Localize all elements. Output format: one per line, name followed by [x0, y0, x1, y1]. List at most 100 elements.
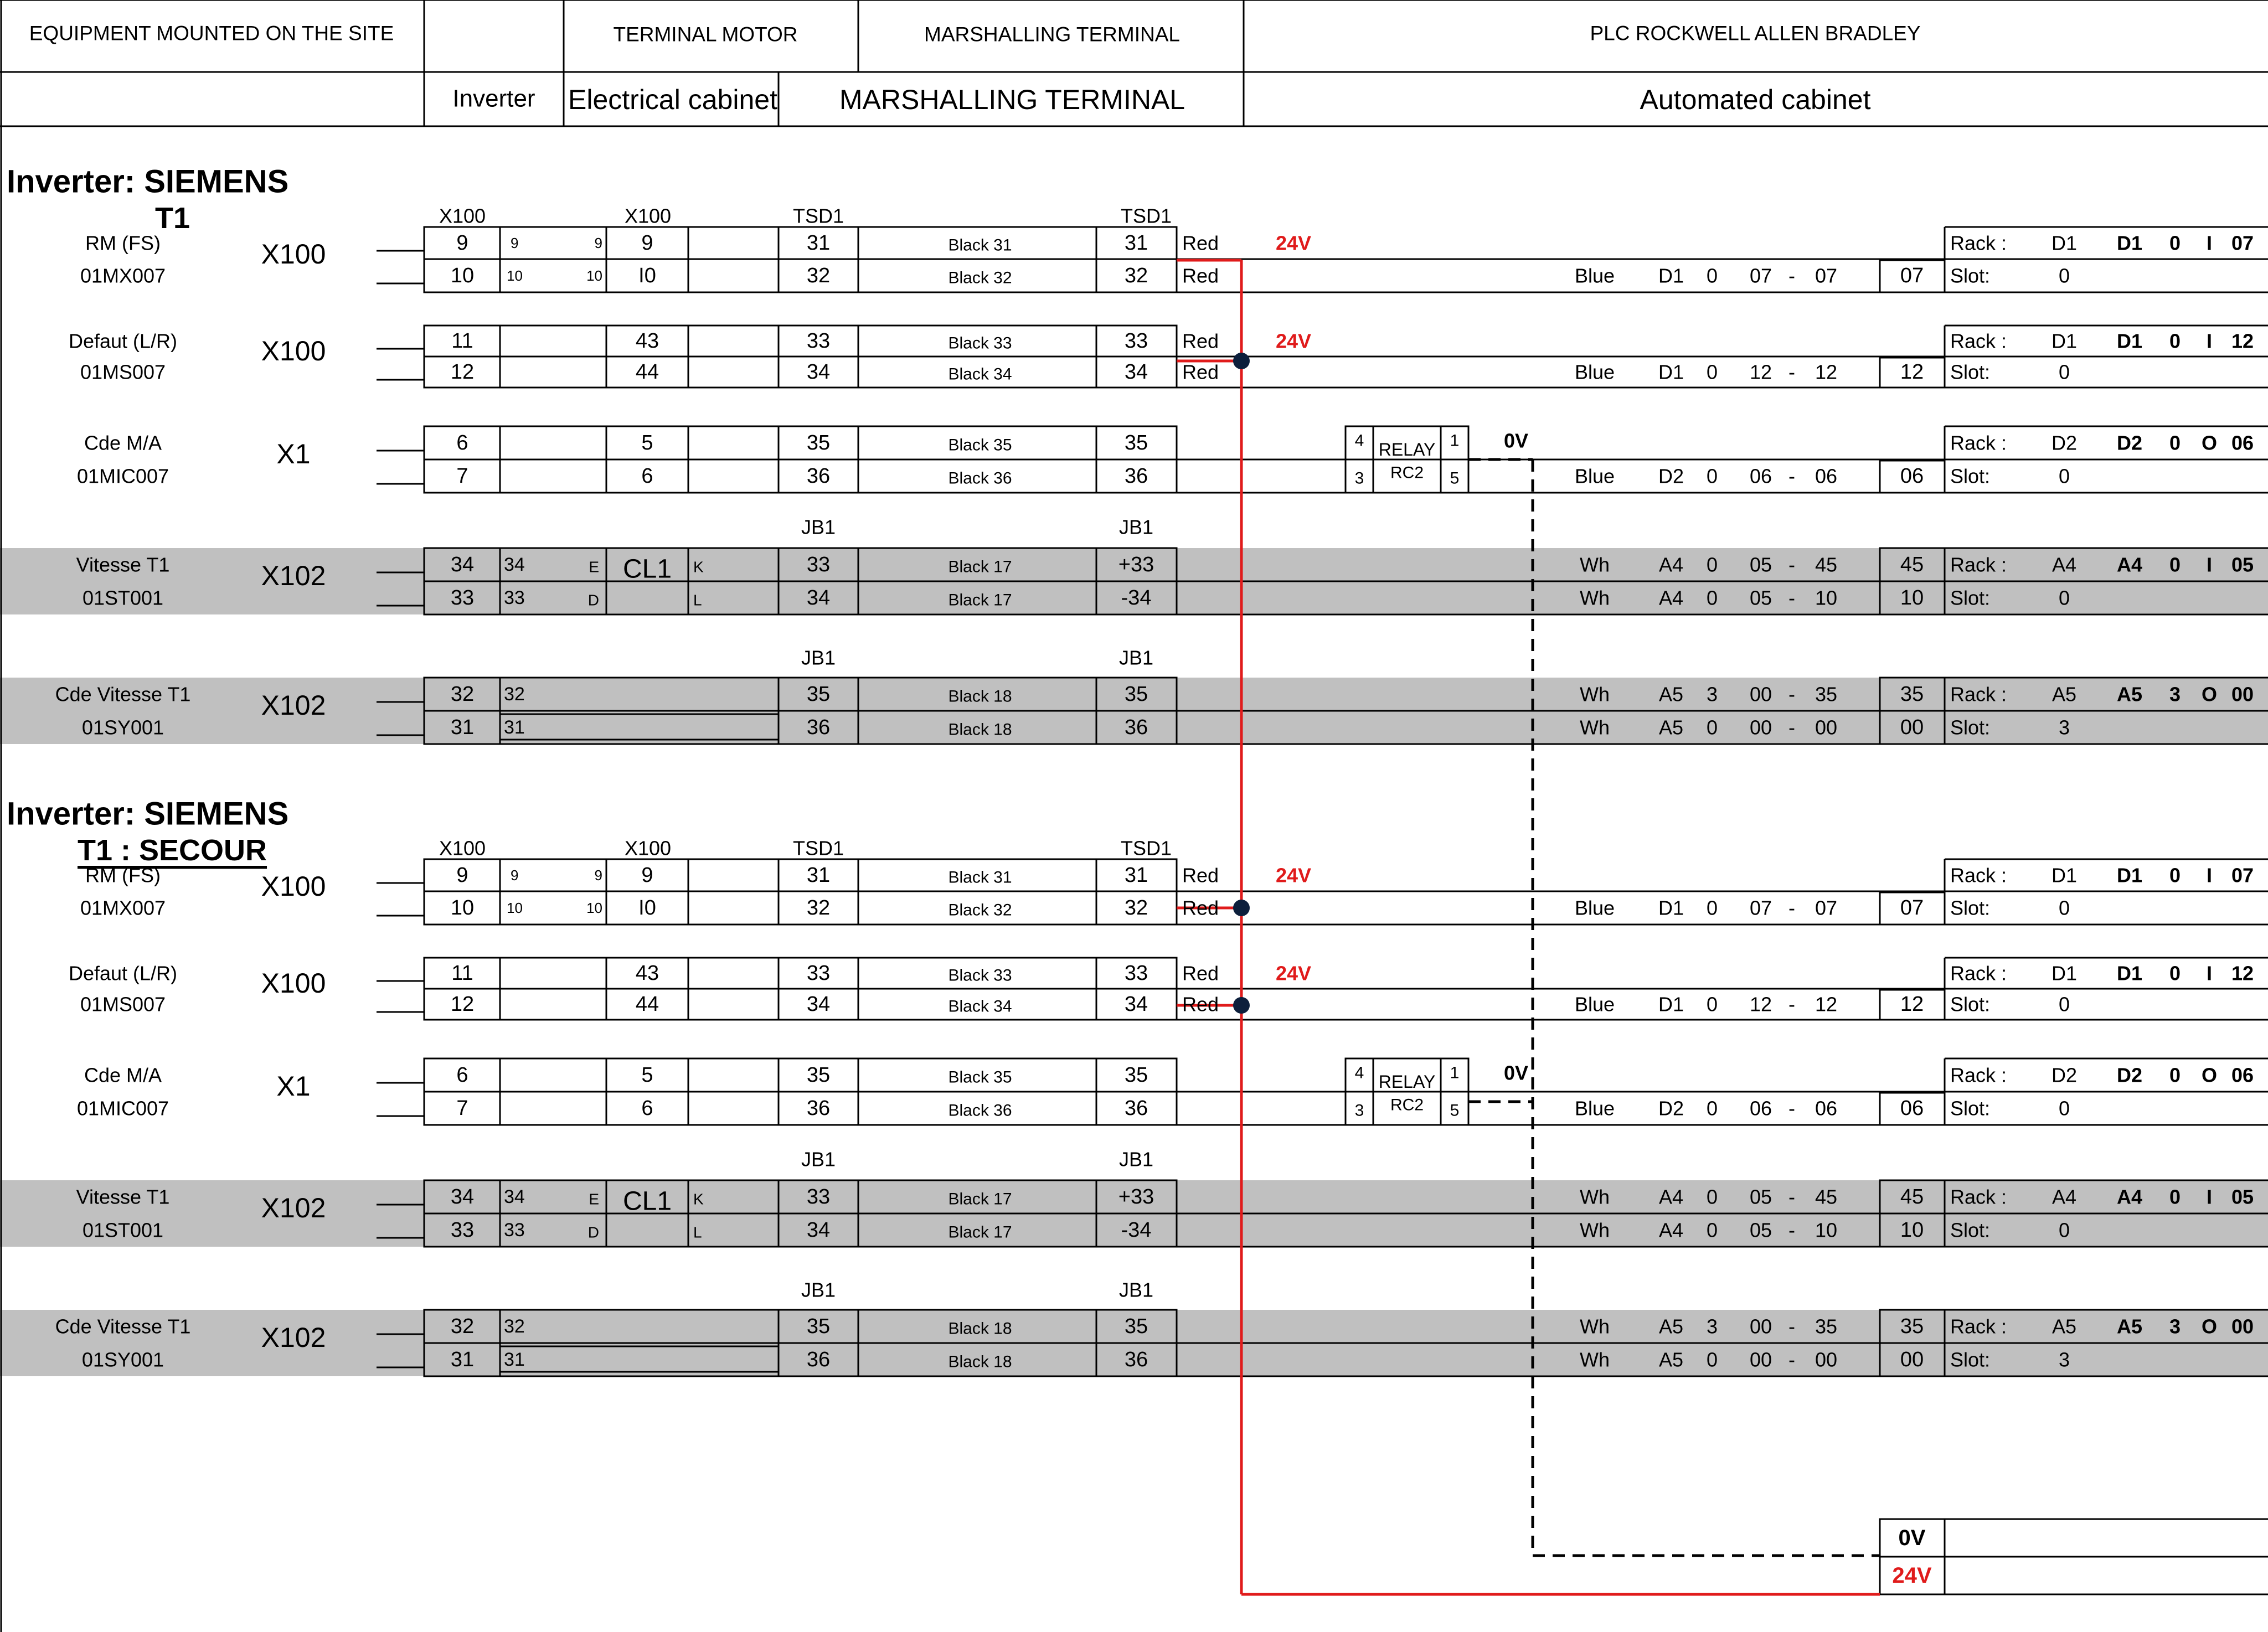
cl-pin: D	[588, 1224, 599, 1241]
wire-color: Red	[1182, 361, 1219, 384]
plc-addr: 07	[1815, 265, 1837, 287]
terminal: 33	[807, 962, 830, 985]
terminal: 32	[1125, 896, 1148, 920]
signal-description: Cde Vitesse T1	[55, 1315, 191, 1338]
rack-value: D1	[2051, 330, 2077, 353]
rack-ref: O	[2202, 432, 2217, 455]
relay-pin: 5	[1450, 1102, 1460, 1120]
plc-addr: 35	[1815, 1315, 1837, 1338]
plc-channel: 35	[1900, 1315, 1924, 1338]
footer-0v: 0V	[1899, 1526, 1926, 1550]
signal-description: RM (FS)	[85, 864, 161, 887]
terminal-small: 9	[595, 235, 602, 251]
terminal-small: 10	[586, 900, 602, 916]
rack-label: Rack :	[1950, 232, 2007, 255]
column-label: X100	[439, 837, 486, 860]
signal-id: 01SY001	[82, 1349, 164, 1371]
terminal-small: 10	[586, 267, 602, 284]
plc-addr: 07	[1750, 265, 1772, 287]
terminal: 6	[641, 1097, 653, 1120]
wire-label: Black 18	[948, 688, 1012, 706]
plc-addr: 00	[1815, 716, 1837, 739]
terminal: 31	[1125, 231, 1148, 255]
rack-ref: I	[2207, 330, 2212, 353]
plc-addr: 05	[1750, 587, 1772, 610]
plc-dash: -	[1788, 1349, 1795, 1371]
plc-dash: -	[1788, 465, 1795, 488]
cl-pin: E	[589, 1191, 599, 1208]
wire-label: Black 35	[948, 436, 1012, 455]
cl-pin: K	[693, 559, 704, 576]
signal-id: 01MIC007	[77, 1097, 169, 1120]
rack-ref: 0	[2169, 232, 2181, 255]
rack-ref: A5	[2117, 1315, 2142, 1338]
rack-label: Rack :	[1950, 1315, 2007, 1338]
terminal: 32	[807, 264, 830, 287]
plc-addr: 00	[1750, 1349, 1772, 1371]
wire-label: Black 36	[948, 469, 1012, 488]
terminal: 35	[1125, 1315, 1148, 1338]
supply-24v: 24V	[1276, 962, 1311, 985]
terminal: 34	[504, 1186, 525, 1207]
plc-addr: 12	[1815, 361, 1837, 384]
plc-addr: 12	[1815, 993, 1837, 1016]
plc-color: Wh	[1580, 1315, 1610, 1338]
terminal-small: 10	[507, 900, 523, 916]
terminal: 34	[807, 993, 830, 1016]
plc-addr: 00	[1750, 683, 1772, 706]
plc-channel: 00	[1900, 716, 1924, 739]
slot-label: Slot:	[1950, 993, 1990, 1016]
cl-block: CL1	[623, 555, 672, 584]
rack-ref: D2	[2117, 1064, 2142, 1087]
plc-dash: -	[1788, 897, 1795, 920]
plc-color: Wh	[1580, 554, 1610, 576]
terminal: 36	[1125, 716, 1148, 739]
signal-id: 01SY001	[82, 716, 164, 739]
terminal: 36	[807, 716, 830, 739]
rack-ref: O	[2202, 1315, 2217, 1338]
relay-0v: 0V	[1504, 1062, 1528, 1084]
rack-label: Rack :	[1950, 864, 2007, 887]
rack-ref: O	[2202, 1064, 2217, 1087]
wire-color: Red	[1182, 232, 1219, 255]
signal-description: Defaut (L/R)	[69, 962, 177, 985]
wire-label: Black 36	[948, 1102, 1012, 1120]
rack-ref: 05	[2231, 554, 2254, 576]
wire-label: Black 17	[948, 558, 1012, 576]
plc-addr: 0	[1707, 1097, 1718, 1120]
column-label: JB1	[1119, 516, 1153, 539]
wire-label: Black 31	[948, 236, 1012, 255]
rack-value: A5	[2052, 1315, 2076, 1338]
wire-label: Black 17	[948, 1190, 1012, 1208]
plc-addr: 45	[1815, 554, 1837, 576]
signal-description: Cde M/A	[84, 1064, 162, 1087]
terminal: 32	[451, 683, 474, 706]
footer-24v: 24V	[1892, 1563, 1931, 1588]
plc-addr: 0	[1707, 465, 1718, 488]
cl-block: CL1	[623, 1187, 672, 1216]
rack-ref: 0	[2169, 1064, 2181, 1087]
plc-dash: -	[1788, 993, 1795, 1016]
relay-pin: 1	[1450, 432, 1460, 450]
rack-ref: I	[2207, 232, 2212, 255]
slot-label: Slot:	[1950, 1219, 1990, 1242]
plc-addr: 35	[1815, 683, 1837, 706]
signal-id: 01MX007	[80, 897, 166, 920]
rack-ref: 07	[2231, 864, 2254, 887]
terminal: 10	[451, 264, 474, 287]
plc-addr: 0	[1707, 1186, 1718, 1208]
terminal: 9	[456, 231, 468, 255]
relay-name: RELAY	[1379, 440, 1436, 459]
terminal: +33	[1118, 1185, 1154, 1208]
terminal: 5	[641, 431, 653, 455]
slot-label: Slot:	[1950, 897, 1990, 920]
plc-addr: 0	[1707, 587, 1718, 610]
plc-addr: 07	[1750, 897, 1772, 920]
junction-dot	[1233, 353, 1250, 369]
rack-ref: 3	[2169, 1315, 2181, 1338]
supply-24v: 24V	[1276, 232, 1311, 255]
column-label: JB1	[801, 1148, 836, 1171]
plc-addr: D1	[1658, 993, 1684, 1016]
junction-dot	[1233, 997, 1250, 1014]
